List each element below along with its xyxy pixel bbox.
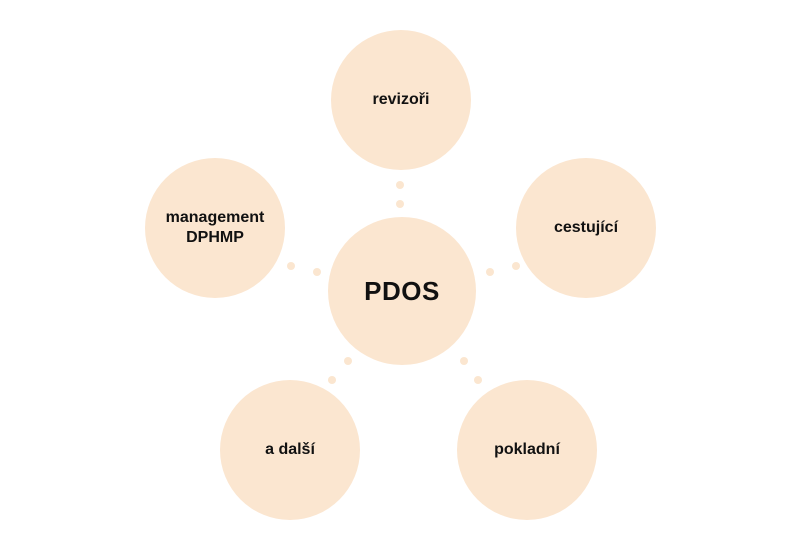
connector-dot-bottom-left-1 (344, 357, 352, 365)
node-revizori-label: revizoři (372, 91, 430, 108)
connector-dot-right-1 (486, 268, 494, 276)
connector-dot-top-1 (396, 181, 404, 189)
node-a-dalsi: a další (220, 380, 360, 520)
connector-dot-left-1 (287, 262, 295, 270)
connector-dot-left-2 (313, 268, 321, 276)
node-a-dalsi-label: a další (265, 441, 315, 458)
node-management-dphmp: management DPHMP (145, 158, 285, 298)
connector-dot-bottom-right-2 (474, 376, 482, 384)
node-pokladni-label: pokladní (494, 441, 560, 458)
node-management-line2: DPHMP (186, 229, 244, 246)
node-management-dphmp-text: management DPHMP (166, 208, 265, 248)
connector-dot-right-2 (512, 262, 520, 270)
connector-dot-bottom-left-2 (328, 376, 336, 384)
connector-dot-top-2 (396, 200, 404, 208)
center-node-label: PDOS (364, 275, 440, 306)
node-cestujici-label: cestující (553, 219, 619, 236)
center-node-pdos: PDOS (328, 217, 476, 365)
node-pokladni: pokladní (457, 380, 597, 520)
node-management-line1: management (165, 209, 265, 226)
node-revizori: revizoři (331, 30, 471, 170)
node-cestujici: cestující (516, 158, 656, 298)
connector-dot-bottom-right-1 (460, 357, 468, 365)
